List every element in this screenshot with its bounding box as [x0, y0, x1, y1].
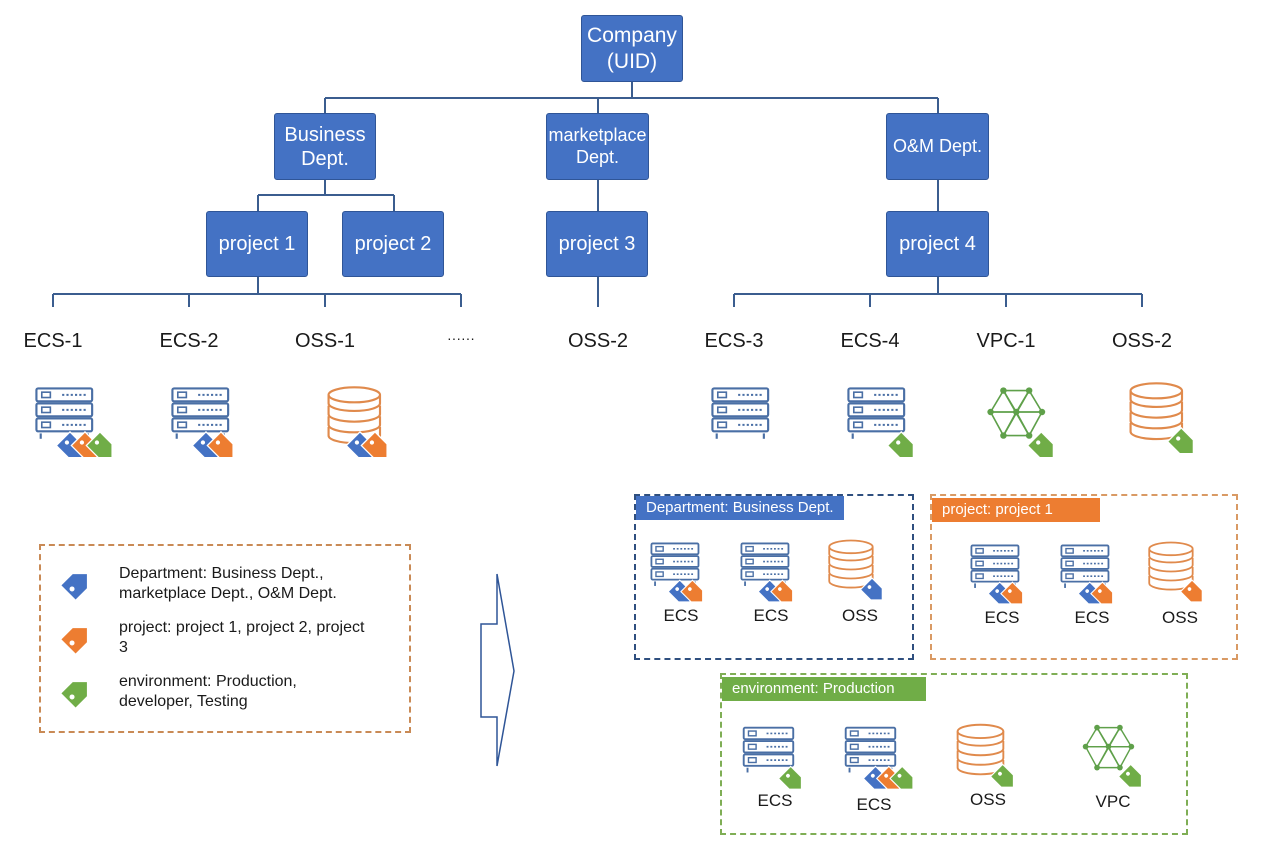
server-icon — [966, 540, 1042, 616]
project-2-node[interactable]: project 2 — [342, 211, 444, 277]
legend-text: Department: Business Dept., marketplace … — [119, 565, 337, 602]
tag-icon — [61, 682, 87, 708]
database-icon-graphic — [1148, 541, 1203, 603]
company-node[interactable]: Company (UID) — [581, 15, 683, 82]
server-icon — [736, 538, 812, 614]
legend-text: project: project 1, project 2, project 3 — [119, 619, 365, 656]
project-4-node[interactable]: project 4 — [886, 211, 989, 277]
server-icon-graphic — [35, 387, 113, 459]
group-title: Department: Business Dept. — [636, 496, 844, 520]
tag-icon — [61, 628, 87, 654]
server-icon-graphic — [1060, 544, 1114, 605]
server-icon-graphic — [711, 387, 770, 439]
server-icon — [30, 382, 120, 472]
resource-label: OSS-1 — [294, 330, 356, 352]
om-dept-label: O&M Dept. — [892, 135, 983, 156]
database-icon-graphic — [956, 723, 1015, 788]
tag-icon — [61, 574, 87, 600]
server-icon-graphic — [970, 544, 1024, 605]
group-item-label: ECS — [757, 791, 793, 810]
project-1-label: project 1 — [218, 233, 296, 255]
server-icon-graphic — [740, 542, 794, 603]
resource-label: ECS-4 — [840, 330, 900, 352]
group-department: Department: Business Dept. — [634, 494, 914, 660]
server-icon — [840, 722, 920, 802]
server-icon — [738, 722, 818, 802]
om-dept-node[interactable]: O&M Dept. — [886, 113, 989, 180]
business-dept-node[interactable]: Business Dept. — [274, 113, 376, 180]
legend-row-environment: environment: Production, developer, Test… — [57, 672, 369, 712]
project-1-node[interactable]: project 1 — [206, 211, 308, 277]
server-icon-graphic — [171, 387, 234, 459]
ellipsis-label: ······ — [447, 330, 475, 346]
company-label: Company (UID) — [587, 24, 677, 73]
network-icon — [1078, 720, 1158, 800]
server-icon-graphic — [650, 542, 704, 603]
group-title: project: project 1 — [932, 498, 1100, 522]
resource-label: ECS-1 — [23, 330, 83, 352]
legend-row-department: Department: Business Dept., marketplace … — [57, 564, 369, 604]
resource-label: ECS-2 — [159, 330, 219, 352]
database-icon-graphic — [327, 386, 388, 459]
group-item-label: ECS — [856, 795, 892, 814]
database-icon — [822, 536, 898, 612]
group-item-label: OSS — [1162, 608, 1198, 627]
tag-legend: Department: Business Dept., marketplace … — [39, 544, 411, 733]
group-title: environment: Production — [722, 677, 926, 701]
project-4-label: project 4 — [899, 233, 976, 255]
database-icon — [320, 382, 410, 472]
network-icon-graphic — [1082, 724, 1143, 788]
network-icon-graphic — [987, 387, 1055, 459]
group-item-label: ECS — [663, 606, 699, 625]
group-item-label: VPC — [1095, 792, 1131, 811]
arrow-icon — [480, 573, 515, 767]
marketplace-dept-label: marketplace Dept. — [548, 124, 647, 167]
server-icon — [706, 382, 796, 472]
marketplace-dept-node[interactable]: marketplace Dept. — [546, 113, 649, 180]
group-item-label: ECS — [1074, 608, 1110, 627]
server-icon-graphic — [844, 726, 914, 790]
database-icon-graphic — [828, 539, 883, 601]
resource-label: OSS-2 — [1111, 330, 1173, 352]
server-icon — [842, 382, 932, 472]
project-2-label: project 2 — [354, 233, 432, 255]
database-icon — [950, 720, 1030, 800]
server-icon-graphic — [742, 726, 803, 790]
server-icon — [646, 538, 722, 614]
server-icon-graphic — [847, 387, 915, 459]
group-item-label: ECS — [753, 606, 789, 625]
project-3-label: project 3 — [558, 233, 636, 255]
group-environment: environment: Production — [720, 673, 1188, 835]
database-icon — [1122, 378, 1212, 468]
resource-label: VPC-1 — [976, 330, 1036, 352]
legend-text: environment: Production, developer, Test… — [119, 673, 297, 710]
group-item-label: OSS — [970, 790, 1006, 809]
resource-label: ECS-3 — [704, 330, 764, 352]
group-item-label: ECS — [984, 608, 1020, 627]
server-icon — [166, 382, 256, 472]
legend-row-project: project: project 1, project 2, project 3 — [57, 618, 369, 658]
business-dept-label: Business Dept. — [284, 123, 366, 170]
resource-label: OSS-2 — [567, 330, 629, 352]
group-item-label: OSS — [842, 606, 878, 625]
database-icon-graphic — [1129, 382, 1195, 455]
database-icon — [1142, 538, 1218, 614]
network-icon — [982, 382, 1072, 472]
group-project: project: project 1 — [930, 494, 1238, 660]
server-icon — [1056, 540, 1132, 616]
project-3-node[interactable]: project 3 — [546, 211, 648, 277]
